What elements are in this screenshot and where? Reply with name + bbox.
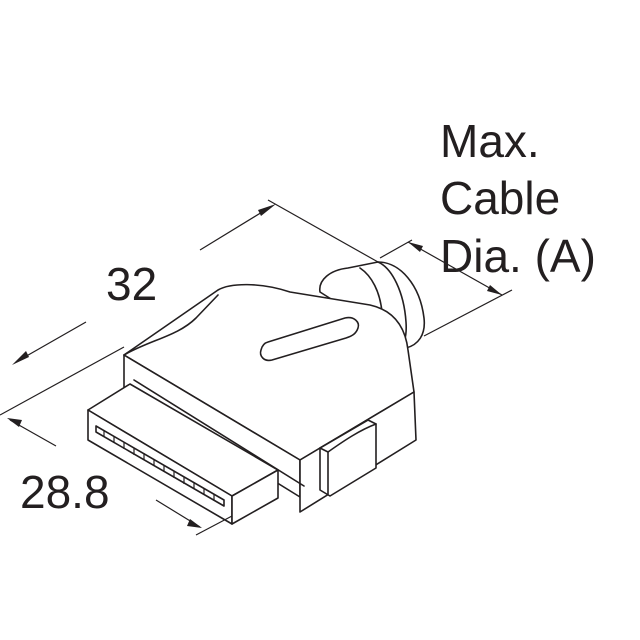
dim-28-ext-bottom xyxy=(195,515,233,536)
dim-cable-line xyxy=(407,241,503,296)
dim-cable-ext-bottom xyxy=(423,289,513,337)
dim-32-arrow-left xyxy=(12,351,29,365)
dim-28-arrow-right xyxy=(187,519,202,528)
connector-body xyxy=(87,261,426,525)
side-latch xyxy=(319,419,377,497)
contact-pins xyxy=(103,430,215,501)
contact-slot xyxy=(95,425,225,507)
dim-cable-arrow-top xyxy=(408,242,423,252)
cable-label-line-3: Dia. (A) xyxy=(440,230,596,282)
plug-side xyxy=(231,469,279,525)
cable-label-line-1: Max. xyxy=(440,115,540,167)
dim-label-28-8: 28.8 xyxy=(20,466,110,518)
dimension-lines xyxy=(0,199,513,536)
dim-cable-arrow-bottom xyxy=(487,285,502,295)
top-groove xyxy=(259,316,360,362)
dim-label-32: 32 xyxy=(106,258,157,310)
dim-32-arrow-right xyxy=(258,204,276,216)
dim-cable-ext-top xyxy=(379,239,413,259)
cable-label-line-2: Cable xyxy=(440,172,560,224)
dim-32-ext-left xyxy=(0,346,125,416)
dim-32-ext-right xyxy=(267,199,379,263)
dim-28-arrow-left xyxy=(7,418,22,427)
